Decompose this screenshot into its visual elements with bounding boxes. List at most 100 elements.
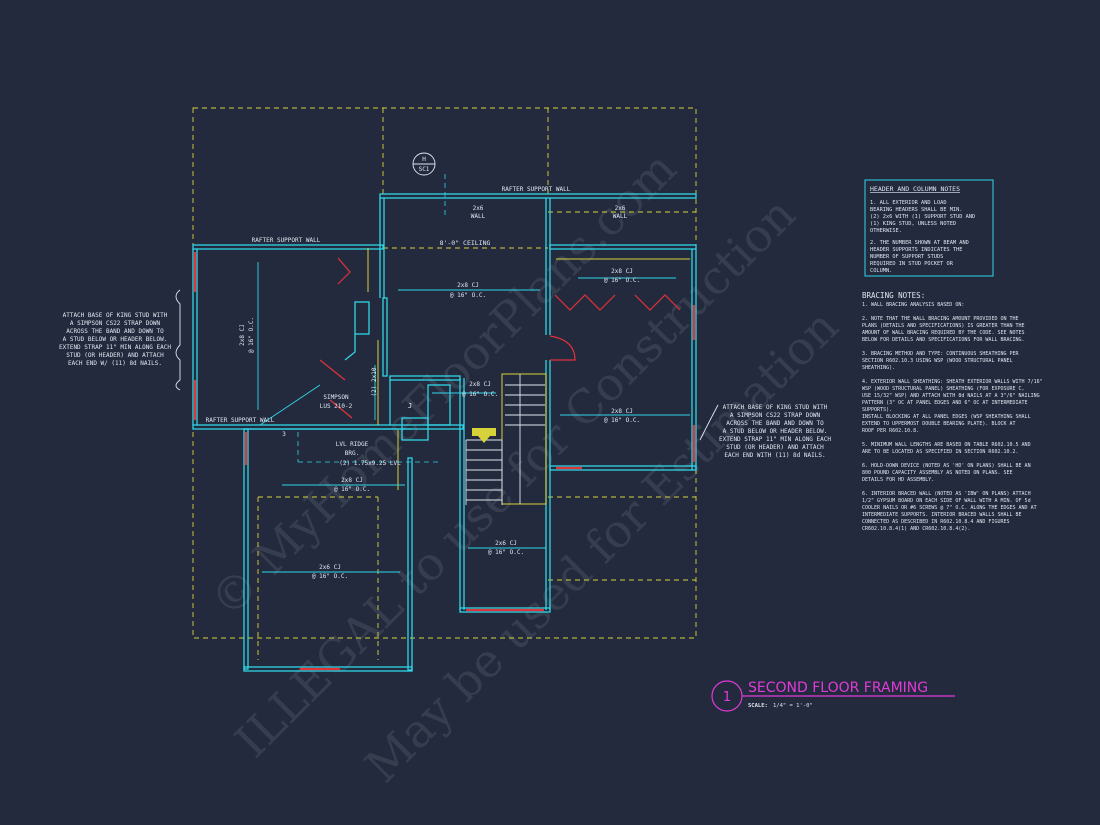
note-left: ATTACH BASE OF KING STUD WITH A SIMPSON … bbox=[59, 289, 181, 391]
ridge-bearing: BRG. bbox=[345, 450, 359, 457]
drawing-title-block: 1 SECOND FLOOR FRAMING SCALE: 1/4" = 1'-… bbox=[711, 680, 955, 712]
note-left-line-6: STUD (OR HEADER) AND ATTACH bbox=[66, 352, 164, 359]
header-notes-line-3: (2) 2x6 WITH (1) SUPPORT STUD AND bbox=[870, 214, 975, 220]
bracing-notes: BRACING NOTES: 1. WALL BRACING ANALYSIS … bbox=[862, 291, 1043, 532]
label-wall-2: 2x6 bbox=[615, 205, 626, 212]
cj-right-mid-spacing: @ 16" O.C. bbox=[604, 417, 640, 424]
cj-right-top-size: 2x8 CJ bbox=[611, 268, 633, 275]
note-right-line-4: A STUD BELOW OR HEADER BELOW. bbox=[723, 428, 828, 435]
bracing-line-16: SUPPORTS). bbox=[862, 407, 892, 413]
section-sheet: SC1 bbox=[419, 166, 430, 173]
bracing-line-12: 4. EXTERIOR WALL SHEATHING: SHEATH EXTER… bbox=[862, 379, 1043, 385]
cj-garage-size: 2x6 CJ bbox=[319, 564, 341, 571]
cj-small-size: 2x8 CJ bbox=[469, 381, 491, 388]
bracing-line-5: AMOUNT OF WALL BRACING REQUIRED BY THE C… bbox=[862, 330, 1025, 336]
bracing-line-30: COOLER NAILS OR #6 SCREWS @ 7" O.C. ALON… bbox=[862, 505, 1037, 511]
note-left-line-7: EACH END W/ (11) 8d NAILS. bbox=[68, 360, 162, 367]
cj-small-spacing: @ 16" O.C. bbox=[462, 391, 498, 398]
section-letter: H bbox=[422, 156, 426, 163]
bracing-line-19: ROOF PER R602.10.8. bbox=[862, 428, 919, 434]
header-notes-line-1: 1. ALL EXTERIOR AND LOAD bbox=[870, 200, 947, 206]
header-notes-line-10: REQUIRED IN STUD POCKET OR bbox=[870, 261, 954, 267]
drawing-number: 1 bbox=[723, 690, 731, 705]
cj-stair-size: 2x6 CJ bbox=[495, 540, 517, 547]
note-left-line-3: ACROSS THE BAND AND DOWN TO bbox=[66, 328, 164, 335]
bracing-line-1: 1. WALL BRACING ANALYSIS BASED ON: bbox=[862, 302, 964, 308]
cj-right-top-spacing: @ 16" O.C. bbox=[604, 277, 640, 284]
cj-right-mid-size: 2x8 CJ bbox=[611, 408, 633, 415]
bracing-line-28: 6. INTERIOR BRACED WALL (NOTED AS 'IBW' … bbox=[862, 491, 1031, 497]
walls bbox=[192, 193, 697, 672]
simpson-model: LUS 210-2 bbox=[320, 403, 353, 410]
header-notes-line-2: BEARING HEADERS SHALL BE MIN. bbox=[870, 207, 962, 213]
stair bbox=[465, 373, 547, 505]
beams bbox=[367, 248, 690, 490]
note-right-line-2: A SIMPSON CS22 STRAP DOWN bbox=[730, 412, 821, 419]
cj-lower-size: 2x8 CJ bbox=[341, 477, 363, 484]
cj-center-spacing: @ 16" O.C. bbox=[450, 292, 486, 299]
label-rafter-bottom: RAFTER SUPPORT WALL bbox=[206, 417, 275, 424]
header-vertical: (2) 2x10 bbox=[371, 367, 378, 396]
bracing-line-3: 2. NOTE THAT THE WALL BRACING AMOUNT PRO… bbox=[862, 316, 1019, 322]
note-left-line-4: A STUD BELOW OR HEADER BELOW. bbox=[63, 336, 168, 343]
label-rafter-top: RAFTER SUPPORT WALL bbox=[502, 186, 571, 193]
bracing-line-14: USE 15/32" WSP) AND ATTACH WITH 8d NAILS… bbox=[862, 393, 1040, 399]
label-wall-2b: WALL bbox=[613, 213, 628, 220]
cj-center-size: 2x8 CJ bbox=[457, 282, 479, 289]
bracing-line-25: 800 POUND CAPACITY ASSEMBLY AS NOTED ON … bbox=[862, 470, 1013, 476]
note-left-line-1: ATTACH BASE OF KING STUD WITH bbox=[63, 312, 168, 319]
stud-count: 3 bbox=[282, 431, 286, 438]
cj-stair-spacing: @ 16" O.C. bbox=[488, 549, 524, 556]
simpson-label: SIMPSON bbox=[323, 394, 349, 401]
bracing-line-6: BELOW FOR DETAILS AND SPECIFICATIONS FOR… bbox=[862, 337, 1025, 343]
note-right-line-7: EACH END WITH (11) 8d NAILS. bbox=[724, 452, 825, 459]
note-left-line-2: A SIMPSON CS22 STRAP DOWN bbox=[70, 320, 161, 327]
bracing-line-17: INSTALL BLOCKING AT ALL PANEL EDGES (WSP… bbox=[862, 414, 1031, 420]
note-right: ATTACH BASE OF KING STUD WITH A SIMPSON … bbox=[699, 404, 831, 459]
bracing-line-15: PATTERN (3" OC AT PANEL EDGES AND 6" OC … bbox=[862, 400, 1028, 406]
bracing-line-18: EXTEND TO UPPERMOST DOUBLE BEARING PLATE… bbox=[862, 421, 1016, 427]
cj-left-spacing: @ 16" O.C. bbox=[248, 317, 255, 353]
headers bbox=[193, 252, 696, 671]
header-notes-line-5: OTHERWISE. bbox=[870, 228, 902, 234]
header-notes-line-8: HEADER SUPPORTS INDICATES THE bbox=[870, 247, 962, 253]
bracing-line-22: ARE TO BE LOCATED AS SPECIFIED IN SECTIO… bbox=[862, 449, 1019, 455]
note-right-line-3: ACROSS THE BAND AND DOWN TO bbox=[726, 420, 824, 427]
bracing-line-4: PLANS (DETAILS AND SPECIFICATIONS) IS GR… bbox=[862, 323, 1025, 329]
bracing-line-33: CR602.10.8.4(1) AND CR602.10.8.4(2). bbox=[862, 526, 970, 532]
bracing-line-29: 1/2" GYPSUM BOARD ON EACH SIDE OF WALL W… bbox=[862, 498, 1031, 504]
cj-garage-spacing: @ 16" O.C. bbox=[312, 573, 348, 580]
header-notes-line-4: (1) KING STUD, UNLESS NOTED bbox=[870, 221, 956, 227]
header-notes-line-9: NUMBER OF SUPPORT STUDS bbox=[870, 254, 943, 260]
header-notes-line-7: 2. THE NUMBER SHOWN AT BEAM AND bbox=[870, 240, 969, 246]
bracing-line-13: WSP (WOOD STRUCTURAL PANEL) SHEATHING (F… bbox=[862, 386, 1025, 392]
note-right-line-1: ATTACH BASE OF KING STUD WITH bbox=[723, 404, 828, 411]
note-left-line-5: EXTEND STRAP 11" MIN ALONG EACH bbox=[59, 344, 171, 351]
cj-left-size: 2x8 CJ bbox=[239, 324, 246, 346]
marker-j: J bbox=[408, 402, 412, 410]
cj-lower-spacing: @ 16" O.C. bbox=[334, 486, 370, 493]
ridge-label: LVL RIDGE bbox=[336, 441, 369, 448]
note-right-line-5: EXTEND STRAP 11" MIN ALONG EACH bbox=[719, 436, 831, 443]
header-notes-line-11: COLUMN. bbox=[870, 268, 892, 274]
label-rafter-left: RAFTER SUPPORT WALL bbox=[252, 237, 321, 244]
bracing-line-10: SHEATHING). bbox=[862, 365, 895, 371]
bracing-line-9: SECTION R602.10.3 USING WSP (WOOD STRUCT… bbox=[862, 358, 1013, 364]
label-ceiling: 8'-0" CEILING bbox=[440, 239, 491, 247]
note-right-line-6: STUD (OR HEADER) AND ATTACH bbox=[726, 444, 824, 451]
plan-labels: RAFTER SUPPORT WALL RAFTER SUPPORT WALL … bbox=[206, 186, 640, 580]
bracing-title: BRACING NOTES: bbox=[862, 291, 925, 300]
label-wall-1: 2x6 bbox=[473, 205, 484, 212]
scale-value: 1/4" = 1'-0" bbox=[773, 703, 813, 709]
header-notes-title: HEADER AND COLUMN NOTES bbox=[870, 185, 960, 193]
scale-label: SCALE: bbox=[748, 703, 768, 709]
bracing-line-26: DETAILS FOR HD ASSEMBLY. bbox=[862, 477, 934, 483]
bracing-line-31: INTERMEDIATE SUPPORTS. INTERIOR BRACED W… bbox=[862, 512, 1022, 518]
ridge-beam: (2) 1.75x9.25 LVL bbox=[339, 460, 401, 467]
drawing-title: SECOND FLOOR FRAMING bbox=[748, 680, 928, 696]
header-column-notes: HEADER AND COLUMN NOTES 1. ALL EXTERIOR … bbox=[864, 179, 994, 277]
bracing-line-21: 5. MINIMUM WALL LENGTHS ARE BASED ON TAB… bbox=[862, 442, 1031, 448]
bracing-line-24: 6. HOLD-DOWN DEVICE (NOTED AS 'HD' ON PL… bbox=[862, 463, 1031, 469]
section-marker: H SC1 bbox=[412, 152, 436, 176]
